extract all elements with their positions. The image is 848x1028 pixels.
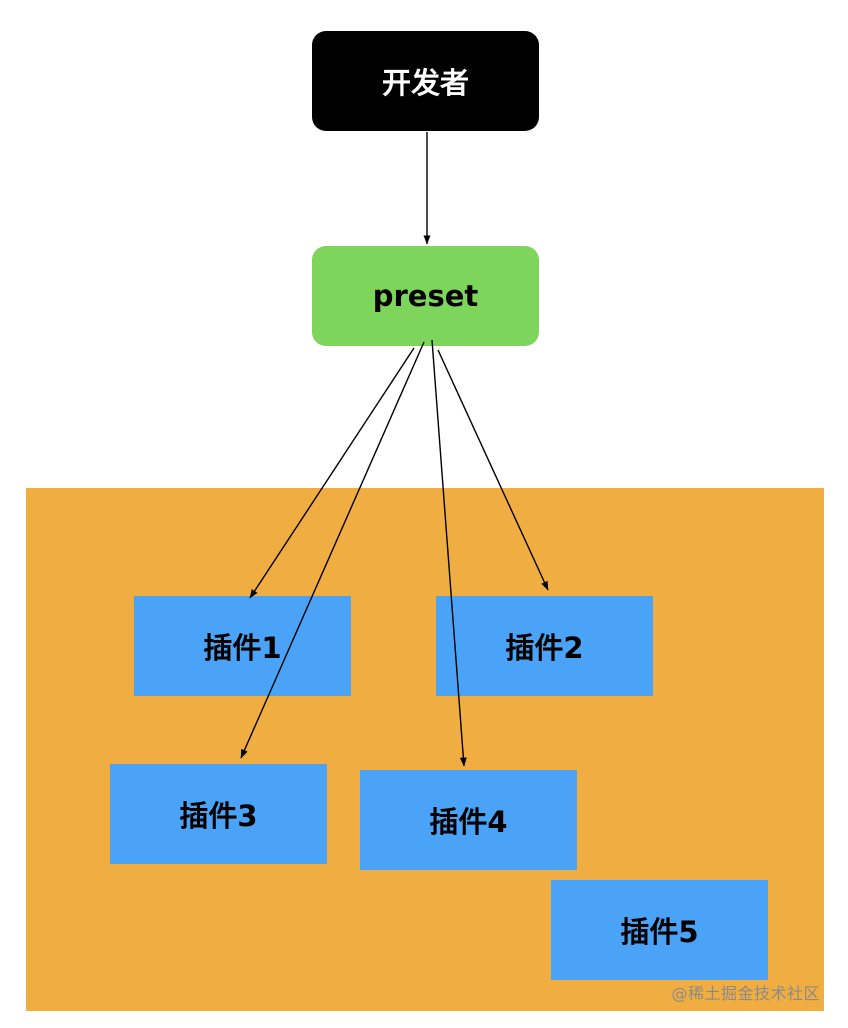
plugin-node-4-label: 插件4 — [429, 805, 508, 839]
plugin-node-4: 插件4 — [360, 770, 577, 870]
plugin-node-1: 插件1 — [134, 596, 351, 696]
plugin-node-1-label: 插件1 — [203, 631, 282, 665]
preset-node-label: preset — [372, 279, 479, 313]
plugin-node-3-label: 插件3 — [179, 799, 258, 833]
preset-node: preset — [312, 246, 539, 346]
plugin-node-2: 插件2 — [436, 596, 653, 696]
plugin-node-3: 插件3 — [110, 764, 327, 864]
developer-node: 开发者 — [312, 31, 539, 131]
plugin-node-2-label: 插件2 — [505, 631, 584, 665]
developer-node-label: 开发者 — [381, 66, 469, 100]
plugin-node-5-label: 插件5 — [620, 915, 699, 949]
plugin-node-5: 插件5 — [551, 880, 768, 980]
watermark-text: @稀土掘金技术社区 — [671, 984, 820, 1003]
